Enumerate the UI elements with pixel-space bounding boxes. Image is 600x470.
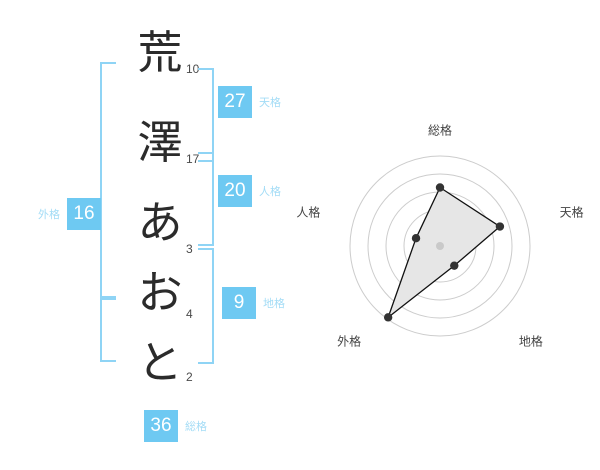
badge-chikaku-label: 地格 [263,297,285,310]
stroke-count-3: 3 [186,242,193,256]
radar-axis-label-4: 人格 [296,205,321,220]
radar-ring [367,173,513,319]
name-character-2: 澤 [137,116,183,169]
radar-axis-label-2: 地格 [518,334,543,349]
stroke-count-4: 4 [186,307,193,321]
radar-axis-label-1: 天格 [559,205,584,220]
radar-data-point[interactable] [435,183,445,192]
radar-chart: 総格天格地格 外格 人格 [296,100,600,390]
stroke-count-2: 17 [186,152,200,166]
badge-gaikaku-label: 外格 [38,208,60,221]
radar-axis-label-3: 外格 [337,334,362,349]
badge-jinkaku-value: 20 [218,175,252,207]
radar-center-dot [436,242,444,250]
bracket-gaikaku-upper [100,62,116,300]
badge-soukaku[interactable]: 36 総格 [144,410,207,442]
badge-chikaku[interactable]: 9 地格 [222,287,285,319]
name-character-4: お [137,266,183,319]
name-character-1: 荒 [137,26,183,79]
badge-soukaku-label: 総格 [185,420,207,433]
bracket-jinkaku [198,152,214,246]
radar-area [387,186,501,319]
stroke-count-5: 2 [186,370,193,384]
bracket-chikaku [198,248,214,364]
badge-jinkaku-label: 人格 [259,185,281,198]
bracket-gaikaku-lower [100,296,116,362]
name-character-3: あ [137,196,183,249]
stroke-count-1: 10 [186,62,200,76]
name-stroke-diagram: 荒 10 澤 17 あ 3 お 4 と 2 27 天格 20 人格 9 地格 [38,26,285,442]
badge-chikaku-value: 9 [222,287,256,319]
badge-tenkaku-value: 27 [218,86,252,118]
radar-axis-label-0: 総格 [427,123,453,138]
name-character-5: と [137,336,183,389]
badge-tenkaku[interactable]: 27 天格 [218,86,281,118]
radar-data-point[interactable] [495,222,505,231]
bracket-tenkaku [198,68,214,162]
radar-data-point[interactable] [450,261,459,270]
radar-data-point[interactable] [383,313,393,322]
badge-tenkaku-label: 天格 [259,96,281,109]
badge-soukaku-value: 36 [144,410,178,442]
badge-gaikaku[interactable]: 外格 16 [38,198,101,230]
badge-jinkaku[interactable]: 20 人格 [218,175,281,207]
radar-chart-svg [349,155,531,337]
radar-ring [349,155,531,337]
radar-series [383,183,505,322]
badge-gaikaku-value: 16 [67,198,101,230]
radar-data-point[interactable] [411,234,421,243]
